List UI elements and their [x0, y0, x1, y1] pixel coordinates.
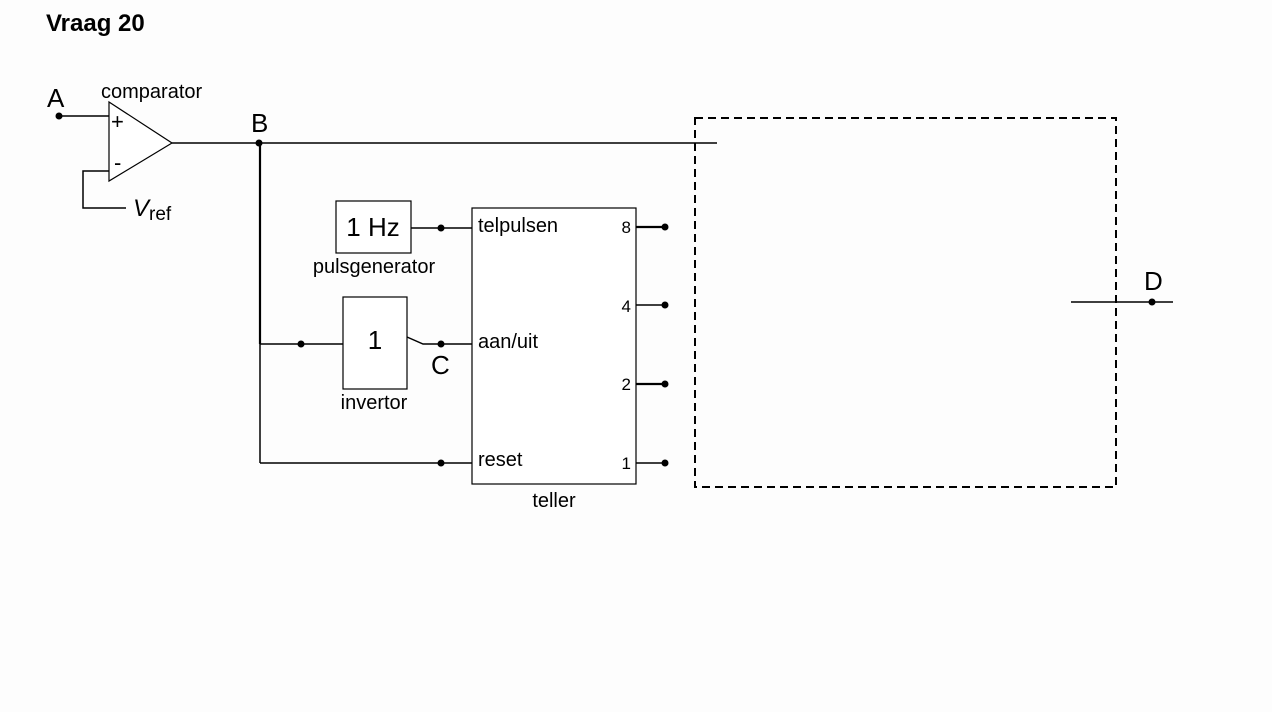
counter-input-telpulsen: telpulsen — [478, 215, 558, 237]
pulse-generator-frequency: 1 Hz — [346, 212, 399, 242]
invertor-value: 1 — [368, 325, 382, 355]
pulse-generator-label: pulsgenerator — [313, 256, 436, 278]
point-a-label: A — [47, 83, 65, 113]
counter-output-4-label: 4 — [622, 297, 631, 316]
counter-box — [471, 207, 637, 485]
counter-output-2-label: 2 — [622, 375, 631, 394]
answer-dashed-box — [694, 117, 1117, 488]
comparator-symbol — [108, 100, 174, 183]
counter-output-2-terminal — [661, 380, 669, 388]
counter-output-4-terminal — [661, 301, 669, 309]
point-c-label: C — [431, 350, 450, 380]
comparator-plus-sign: + — [111, 109, 124, 134]
counter-output-8-terminal — [661, 223, 669, 231]
point-d-terminal — [1148, 298, 1156, 306]
invertor-box — [342, 296, 408, 390]
wire-vref — [82, 170, 126, 209]
point-b-label: B — [251, 108, 268, 138]
counter-output-1-terminal — [661, 459, 669, 467]
counter-output-8-label: 8 — [622, 218, 631, 237]
counter-input-aan-uit: aan/uit — [478, 331, 538, 353]
pulse-generator-box — [335, 200, 412, 254]
invertor-label: invertor — [341, 392, 408, 414]
telpulsen-input-dot — [437, 224, 445, 232]
invertor-input-dot — [297, 340, 305, 348]
counter-input-reset: reset — [478, 449, 523, 471]
vref-label: Vref — [133, 195, 172, 225]
comparator-minus-sign: - — [114, 150, 121, 175]
question-title: Vraag 20 — [46, 10, 145, 37]
point-c-node — [437, 340, 445, 348]
wire-invertor-output — [406, 336, 472, 345]
point-d-label: D — [1144, 266, 1163, 296]
comparator-label: comparator — [101, 81, 202, 103]
reset-input-dot — [437, 459, 445, 467]
counter-output-1-label: 1 — [622, 454, 631, 473]
counter-label: teller — [532, 490, 576, 512]
